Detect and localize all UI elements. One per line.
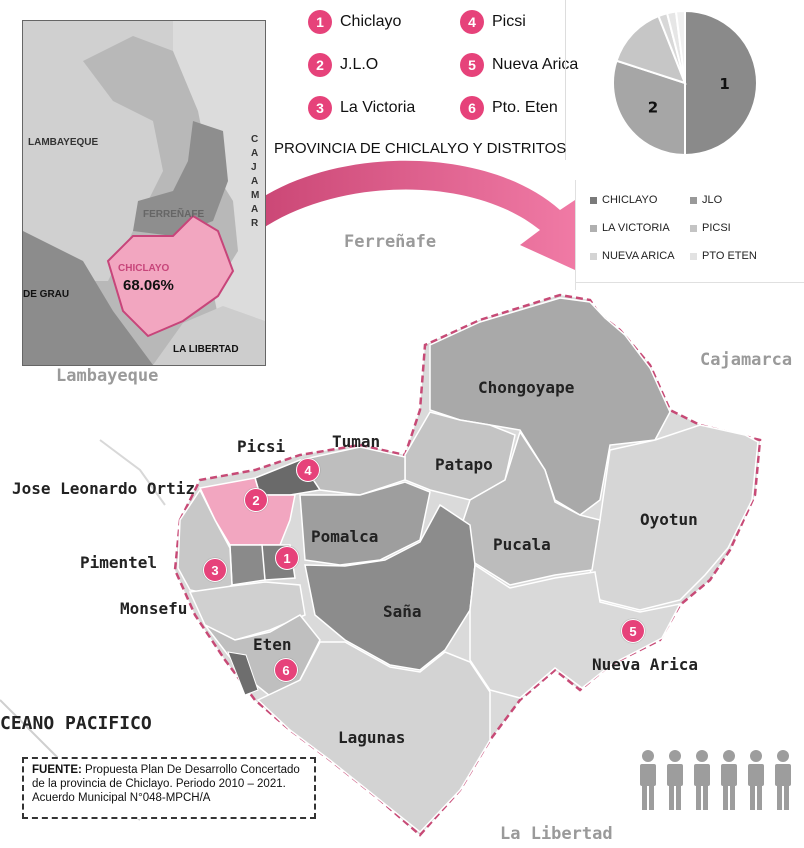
district-lagunas: Lagunas [338,728,406,747]
legend-label: Picsi [492,13,526,30]
district-pomalca: Pomalca [311,527,379,546]
divider [575,180,576,290]
pie-slice-label: 2 [648,98,658,116]
inset-label-cajamarca: C A J A M A R [251,134,260,229]
marker-1: 1 [275,546,299,570]
divider [575,282,804,283]
swatch [690,252,697,260]
marker-6: 6 [274,658,298,682]
legend-item-6: 6 Pto. Eten [460,96,558,120]
legend-label: La Victoria [340,99,416,116]
swatch [590,196,597,204]
inset-label-lambayeque: LAMBAYEQUE [28,137,99,148]
legend-item-1: 1 Chiclayo [308,10,401,34]
pointer-arrow [210,160,575,270]
legend-item-2: 2 J.L.O [308,53,378,77]
swatch [690,224,697,232]
inset-label-libertad: LA LIBERTAD [173,344,239,355]
legend-number: 4 [460,10,484,34]
population-icon-group [640,750,791,810]
source-label: FUENTE: [32,764,82,776]
person-icon [694,750,710,810]
district-oyotun: Oyotun [640,510,698,529]
legend-label: Nueva Arica [492,56,579,73]
legend-item-4: 4 Picsi [460,10,526,34]
label-cajamarca: Cajamarca [700,350,793,370]
swatch [590,252,597,260]
pie-legend-pto-eten: PTO ETEN [690,250,757,262]
marker-4: 4 [296,458,320,482]
legend-label: Pto. Eten [492,99,558,116]
marker-2: 2 [244,488,268,512]
legend-number: 6 [460,96,484,120]
marker-3: 3 [203,558,227,582]
pie-legend-picsi: PICSI [690,222,731,234]
legend-number: 2 [308,53,332,77]
pie-slice-pto-eten [674,9,686,84]
district-pimentel: Pimentel [80,553,158,572]
person-icon [667,750,683,810]
swatch [590,224,597,232]
legend-item-5: 5 Nueva Arica [460,53,578,77]
person-icon [775,750,791,810]
map-subtitle: PROVINCIA DE CHICLALYO Y DISTRITOS [274,140,567,157]
label-ocean: CEANO PACIFICO [0,713,152,734]
inset-label-chiclayo-pct: 68.06% [123,277,174,294]
district-patapo: Patapo [435,455,493,474]
label-la-libertad: La Libertad [500,824,613,844]
marker-5: 5 [621,619,645,643]
label-ferrenafe: Ferreñafe [344,232,437,252]
district-chongoyape: Chongoyape [478,378,575,397]
inset-label-grau: DE GRAU [23,289,70,300]
inset-map: LAMBAYEQUE C A J A M A R FERREÑAFE CHICL… [22,20,266,366]
pie-slice-label: 1 [719,75,729,93]
pie-slice-chiclayo [684,9,758,157]
pie-slice-jlo [612,59,686,157]
legend-label: J.L.O [340,56,379,73]
district-picsi: Picsi [237,437,286,456]
legend-number: 3 [308,96,332,120]
divider [565,0,566,160]
district-nueva-arica: Nueva Arica [592,655,698,674]
inset-label-ferrenafe: FERREÑAFE [143,209,205,220]
legend-number: 1 [308,10,332,34]
legend-number: 5 [460,53,484,77]
district-tuman: Tuman [332,432,381,451]
swatch [690,196,697,204]
pie-legend-jlo: JLO [690,194,722,206]
person-icon [721,750,737,810]
pie-chart: 12 [612,9,758,157]
pie-legend-nueva-arica: NUEVA ARICA [590,250,675,262]
pie-legend-la-victoria: LA VICTORIA [590,222,670,234]
source-note: FUENTE: Propuesta Plan De Desarrollo Con… [22,757,316,819]
person-icon [748,750,764,810]
inset-label-chiclayo: CHICLAYO [118,263,170,274]
legend-label: Chiclayo [340,13,402,30]
person-icon [640,750,656,810]
district-monsefu: Monsefu [120,599,188,618]
legend-item-3: 3 La Victoria [308,96,415,120]
pie-legend-chiclayo: CHICLAYO [590,194,657,206]
source-text: Propuesta Plan De Desarrollo Concertado … [32,764,300,804]
district-sana: Saña [383,602,422,621]
pie-slice-la-victoria [615,14,687,85]
district-pucala: Pucala [493,535,551,554]
district-jlo: Jose Leonardo Ortiz [12,479,196,498]
district-eten: Eten [253,635,292,654]
label-lambayeque: Lambayeque [56,366,159,386]
